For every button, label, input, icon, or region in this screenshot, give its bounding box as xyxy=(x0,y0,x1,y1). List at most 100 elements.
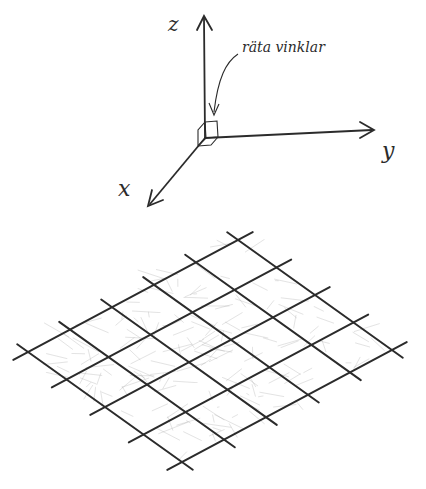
pencil-shading xyxy=(46,354,67,359)
pencil-shading xyxy=(215,304,233,309)
pencil-shading xyxy=(121,411,133,417)
pencil-shading xyxy=(57,366,69,372)
pencil-shading xyxy=(148,312,149,318)
grid-line xyxy=(17,344,193,469)
pencil-shading xyxy=(163,344,192,352)
right-angle-cube xyxy=(198,121,218,146)
grid-line xyxy=(101,300,277,425)
cube-face xyxy=(198,137,218,146)
pencil-shading xyxy=(267,300,274,309)
pencil-shading xyxy=(103,369,112,375)
pencil-shading xyxy=(187,337,194,348)
pencil-shading xyxy=(213,415,215,423)
pencil-shading xyxy=(64,334,84,349)
pencil-shading xyxy=(195,264,215,279)
y-axis xyxy=(205,130,372,138)
pencil-shading xyxy=(303,368,312,373)
pencil-shading xyxy=(173,381,198,383)
pencil-shading xyxy=(314,306,324,311)
pencil-shading xyxy=(244,333,268,338)
pencil-shading xyxy=(185,288,207,297)
pencil-shading xyxy=(214,415,243,429)
pencil-shading xyxy=(86,323,109,333)
pencil-shading xyxy=(225,322,240,330)
x-arrowhead xyxy=(148,190,163,206)
pencil-shading xyxy=(120,377,135,390)
axis-label: z xyxy=(168,14,179,34)
pencil-shading xyxy=(78,373,102,376)
pencil-shading xyxy=(217,406,219,407)
grid-line xyxy=(185,255,361,380)
pencil-shading xyxy=(71,353,84,354)
pencil-shading xyxy=(167,280,173,292)
z-arrowhead xyxy=(197,16,212,30)
pencil-shading xyxy=(278,339,302,346)
annotation-note: räta vinklar xyxy=(242,40,325,54)
pencil-shading xyxy=(131,351,156,364)
leader-arrowhead xyxy=(209,103,219,115)
pencil-shading xyxy=(275,280,279,281)
pencil-shading xyxy=(154,385,176,391)
grid-line xyxy=(167,342,406,470)
pencil-shading xyxy=(193,293,197,294)
pencil-shading xyxy=(97,373,101,385)
leader-line xyxy=(214,54,238,112)
pencil-shading xyxy=(258,395,263,397)
pencil-shading xyxy=(294,378,313,386)
cube-face xyxy=(198,122,206,146)
pencil-shading xyxy=(251,379,256,387)
y-arrowhead xyxy=(360,122,374,138)
pencil-shading xyxy=(201,359,211,366)
pencil-shading xyxy=(151,361,175,367)
pencil-shading xyxy=(101,392,112,396)
pencil-shading xyxy=(58,338,73,349)
coordinate-axes xyxy=(148,16,374,206)
cube-face xyxy=(205,121,218,138)
pencil-shading xyxy=(183,297,208,299)
pencil-shading xyxy=(199,340,217,348)
axis-label: x xyxy=(118,178,130,200)
pencil-shading xyxy=(127,329,142,339)
pencil-shading xyxy=(222,312,242,324)
z-axis xyxy=(204,18,205,138)
grid-line xyxy=(90,287,329,415)
pencil-shading xyxy=(177,279,178,287)
pencil-shading xyxy=(183,432,201,441)
grid-line xyxy=(59,322,235,447)
grid-line xyxy=(13,232,252,360)
pencil-shading xyxy=(152,404,168,411)
pencil-shading xyxy=(263,338,277,342)
pencil-shading xyxy=(127,302,140,303)
pencil-shading xyxy=(163,377,170,388)
pencil-shading xyxy=(252,283,267,291)
pencil-shading xyxy=(43,362,67,365)
pencil-shading xyxy=(173,327,194,335)
grid-line xyxy=(143,277,319,402)
pencil-shading xyxy=(213,428,222,431)
pencil-shading xyxy=(226,369,242,381)
pencil-shading xyxy=(284,364,301,375)
pencil-shading xyxy=(232,415,238,418)
pencil-shading xyxy=(179,452,186,460)
pencil-shading xyxy=(317,317,334,323)
pencil-shading xyxy=(259,392,284,396)
grid-line xyxy=(129,315,368,443)
grid-plane xyxy=(13,232,406,470)
pencil-shading xyxy=(355,343,370,347)
pencil-shading xyxy=(132,311,160,313)
pencil-shading xyxy=(310,326,319,333)
pencil-shading xyxy=(128,366,154,377)
pencil-shading xyxy=(134,318,139,322)
pencil-shading xyxy=(346,362,352,363)
pencil-shading xyxy=(138,270,167,280)
grid-line xyxy=(227,232,403,357)
pencil-shading xyxy=(353,332,369,342)
axis-label: y xyxy=(382,140,394,162)
pencil-shading xyxy=(86,382,91,387)
x-axis xyxy=(150,138,205,204)
grid-line xyxy=(52,260,291,388)
pencil-shading xyxy=(190,285,201,295)
pencil-shading xyxy=(246,393,249,395)
pencil-shading xyxy=(130,350,141,360)
